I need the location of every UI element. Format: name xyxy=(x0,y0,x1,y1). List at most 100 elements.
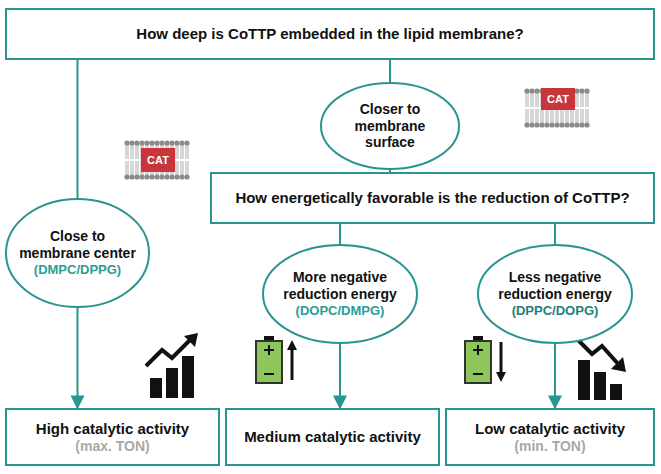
node-title: How deep is CoTTP embedded in the lipid … xyxy=(136,25,523,43)
lipid-head xyxy=(149,174,154,179)
lipid-tail xyxy=(526,93,527,107)
battery-up-icon xyxy=(256,336,297,383)
lipid-head xyxy=(139,140,144,145)
lipid-tail xyxy=(576,93,577,107)
lipid-tail xyxy=(178,161,179,175)
process-box: Medium catalytic activity xyxy=(225,408,440,466)
lipid-head xyxy=(184,174,189,179)
process-box: How deep is CoTTP embedded in the lipid … xyxy=(5,8,655,60)
lipid-tail xyxy=(541,109,542,123)
lipid-head xyxy=(124,140,129,145)
lipid-tail xyxy=(128,145,129,159)
lipid-tail xyxy=(533,109,534,123)
lipid-head xyxy=(579,122,584,127)
lipid-head xyxy=(179,140,184,145)
catalyst-label: CAT xyxy=(541,88,575,110)
lipid-tail xyxy=(126,161,127,175)
lipid-tail xyxy=(586,93,587,107)
lipid-tail xyxy=(528,109,529,123)
lipid-tail xyxy=(183,161,184,175)
lipid-head xyxy=(574,122,579,127)
connector-line xyxy=(554,224,556,244)
node-title: Less negative reduction energy xyxy=(489,269,621,303)
lipid-tail xyxy=(526,109,527,123)
lipid-tail xyxy=(131,145,132,159)
decision-ellipse: Close to membrane center(DMPC/DPPG) xyxy=(5,198,150,308)
bar-chart-up-icon xyxy=(146,333,198,398)
lipid-tail xyxy=(531,109,532,123)
lipid-tail xyxy=(528,93,529,107)
lipid-head xyxy=(164,174,169,179)
lipid-tail xyxy=(181,161,182,175)
lipid-head xyxy=(554,122,559,127)
lipid-tail xyxy=(126,145,127,159)
lipid-tail xyxy=(583,109,584,123)
lipid-head xyxy=(559,122,564,127)
battery-down-icon xyxy=(465,336,506,383)
connector-line xyxy=(339,224,341,244)
node-title: How energetically favorable is the reduc… xyxy=(235,189,629,207)
lipid-head xyxy=(144,140,149,145)
node-title: More negative reduction energy xyxy=(274,269,406,303)
lipid-tail xyxy=(136,145,137,159)
decision-ellipse: Closer to membrane surface xyxy=(320,82,460,170)
lipid-tail xyxy=(138,145,139,159)
lipid-head xyxy=(564,122,569,127)
lipid-tail xyxy=(588,93,589,107)
connector-line xyxy=(339,344,341,408)
bar-chart-down-icon xyxy=(578,340,626,400)
lipid-tail xyxy=(181,145,182,159)
connector-line xyxy=(554,344,556,408)
lipid-head xyxy=(164,140,169,145)
lipid-tail xyxy=(571,109,572,123)
lipid-head xyxy=(159,174,164,179)
lipid-head xyxy=(534,88,539,93)
lipid-tail xyxy=(583,93,584,107)
lipid-membrane xyxy=(124,140,189,179)
lipid-tail xyxy=(553,109,554,123)
lipid-tail xyxy=(536,93,537,107)
lipid-tail xyxy=(138,161,139,175)
lipid-head xyxy=(584,88,589,93)
lipid-tail xyxy=(186,161,187,175)
lipid-tail xyxy=(543,109,544,123)
lipid-tail xyxy=(188,145,189,159)
lipid-head xyxy=(154,140,159,145)
lipid-head xyxy=(124,174,129,179)
ellipse-shape xyxy=(478,245,632,343)
lipid-head xyxy=(524,122,529,127)
lipid-tail xyxy=(558,109,559,123)
lipid-head xyxy=(174,140,179,145)
lipid-head xyxy=(539,122,544,127)
lipid-tail xyxy=(133,161,134,175)
lipid-head xyxy=(524,88,529,93)
lipid-tail xyxy=(176,161,177,175)
lipid-head xyxy=(169,140,174,145)
lipid-membrane xyxy=(524,88,589,127)
node-title: Close to membrane center xyxy=(17,228,138,262)
node-title: Medium catalytic activity xyxy=(244,428,421,446)
ellipse-shape xyxy=(6,199,149,307)
process-box: High catalytic activity(max. TON) xyxy=(5,408,220,466)
lipid-tail xyxy=(581,93,582,107)
lipid-head xyxy=(149,140,154,145)
lipid-tail xyxy=(578,109,579,123)
decision-ellipse: Less negative reduction energy(DPPC/DOPG… xyxy=(477,244,633,344)
lipid-head xyxy=(134,174,139,179)
process-box: Low catalytic activity(min. TON) xyxy=(445,408,655,466)
lipid-tail xyxy=(561,109,562,123)
lipid-tail xyxy=(131,161,132,175)
lipid-head xyxy=(139,174,144,179)
process-box: How energetically favorable is the reduc… xyxy=(210,172,655,224)
lipid-tail xyxy=(538,109,539,123)
lipid-head xyxy=(549,122,554,127)
lipid-tail xyxy=(188,161,189,175)
connector-layer xyxy=(78,60,556,408)
lipid-head xyxy=(579,88,584,93)
lipid-tail xyxy=(128,161,129,175)
lipid-tail xyxy=(581,109,582,123)
node-title: High catalytic activity xyxy=(36,420,189,438)
lipid-tail xyxy=(183,145,184,159)
lipid-head xyxy=(184,140,189,145)
lipid-head xyxy=(169,174,174,179)
